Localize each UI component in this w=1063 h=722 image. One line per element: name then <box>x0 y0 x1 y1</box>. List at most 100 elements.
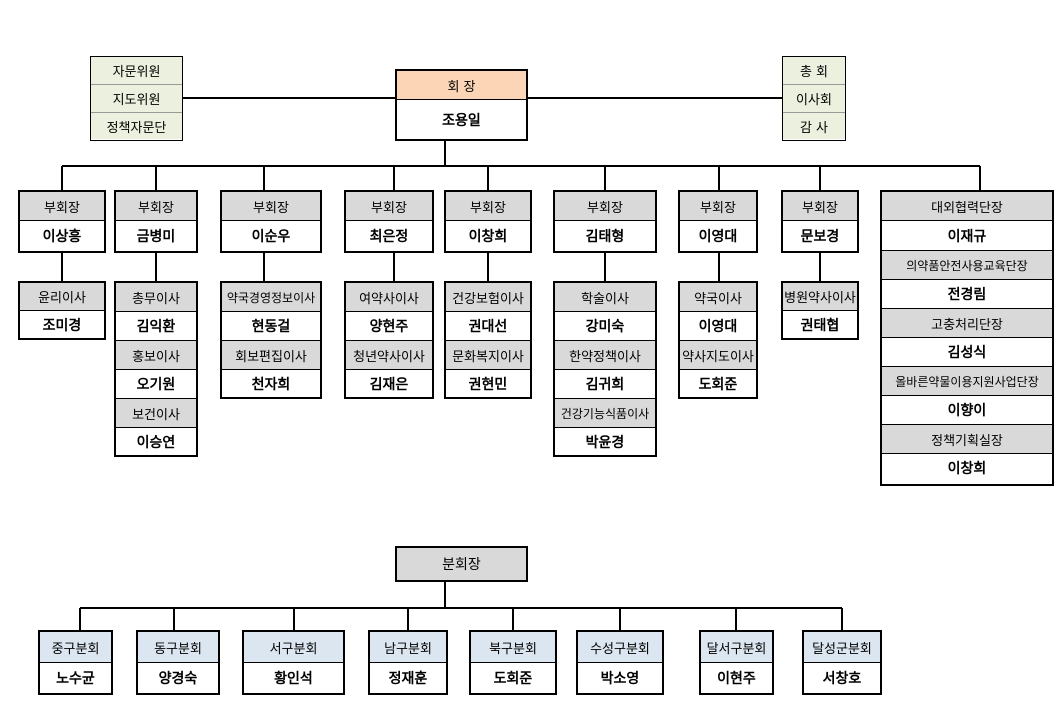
director-box: 여약사이사 양현주 청년약사이사 김재은 <box>344 281 434 399</box>
director-title: 약국경영정보이사 <box>222 283 320 312</box>
president-name: 조용일 <box>442 112 481 129</box>
assembly-item: 총 회 <box>783 57 845 85</box>
director-name: 도회준 <box>698 376 738 393</box>
vp-name: 금병미 <box>136 229 176 245</box>
branch-name: 도회준 <box>493 671 533 687</box>
vp-name: 김태형 <box>585 229 625 245</box>
director-name: 이승연 <box>136 434 176 451</box>
vp-name: 이순우 <box>251 229 291 245</box>
director-box: 약국이사 이영대 약사지도이사 도회준 <box>678 281 758 399</box>
vp-title: 부회장 <box>783 192 857 221</box>
branch-name: 박소영 <box>600 671 640 687</box>
vp-box: 부회장 문보경 <box>781 190 859 253</box>
vp-title: 부회장 <box>446 192 530 221</box>
director-name: 김익환 <box>116 312 196 341</box>
vp-box: 부회장 최은정 <box>344 190 434 253</box>
advisor-item: 지도위원 <box>91 85 182 113</box>
branch-name: 이현주 <box>717 671 756 687</box>
director-name: 강미숙 <box>555 312 655 341</box>
director-title: 문화복지이사 <box>446 341 530 370</box>
branch-name: 양경숙 <box>158 671 198 687</box>
director-title: 총무이사 <box>116 283 196 312</box>
vp-title: 부회장 <box>346 192 432 221</box>
external-name: 이재규 <box>882 221 1052 251</box>
branch-name: 정재훈 <box>388 671 428 687</box>
director-name: 천자희 <box>251 376 291 393</box>
director-name: 김재은 <box>369 376 409 393</box>
branch-name: 서창호 <box>822 671 862 687</box>
director-name: 박윤경 <box>585 434 625 451</box>
vp-name: 이상흥 <box>42 229 82 245</box>
branch-box: 동구분회 양경숙 <box>136 630 220 695</box>
branch-box: 중구분회 노수균 <box>38 630 113 695</box>
external-name: 이창희 <box>947 461 987 477</box>
vp-name: 최은정 <box>369 229 409 245</box>
branch-box: 서구분회 황인석 <box>242 630 345 695</box>
branch-title: 달서구분회 <box>701 632 772 663</box>
external-title: 고충처리단장 <box>882 309 1052 338</box>
branch-head-box: 분회장 <box>395 546 528 582</box>
president-box: 회 장 조용일 <box>395 69 528 141</box>
director-name: 양현주 <box>346 312 432 341</box>
director-box: 총무이사 김익환 홍보이사 오기원 보건이사 이승연 <box>114 281 198 457</box>
external-name: 이향이 <box>882 396 1052 425</box>
director-box: 건강보험이사 권대선 문화복지이사 권현민 <box>444 281 532 399</box>
branch-title: 서구분회 <box>244 632 343 663</box>
vp-box: 부회장 이창희 <box>444 190 532 253</box>
director-box: 학술이사 강미숙 한약정책이사 김귀희 건강기능식품이사 박윤경 <box>553 281 657 457</box>
advisors-box: 자문위원 지도위원 정책자문단 <box>90 56 183 141</box>
director-title: 회보편집이사 <box>222 341 320 370</box>
director-title: 보건이사 <box>116 399 196 428</box>
director-box: 약국경영정보이사 현동걸 회보편집이사 천자희 <box>220 281 322 399</box>
director-title: 약사지도이사 <box>680 341 756 370</box>
branch-box: 달서구분회 이현주 <box>699 630 774 695</box>
vp-box: 부회장 이영대 <box>678 190 758 253</box>
director-name: 이영대 <box>680 312 756 341</box>
branch-box: 수성구분회 박소영 <box>576 630 664 695</box>
external-name: 김성식 <box>882 338 1052 367</box>
director-title: 여약사이사 <box>346 283 432 312</box>
director-title: 건강기능식품이사 <box>555 399 655 428</box>
external-title: 정책기획실장 <box>882 425 1052 454</box>
director-box: 병원약사이사 권태협 <box>781 281 859 340</box>
assembly-item: 감 사 <box>783 113 845 139</box>
external-name: 전경림 <box>882 280 1052 309</box>
branch-title: 동구분회 <box>138 632 218 663</box>
branch-title: 수성구분회 <box>578 632 662 663</box>
branch-box: 북구분회 도회준 <box>469 630 557 695</box>
director-title: 홍보이사 <box>116 341 196 370</box>
vp-title: 부회장 <box>116 192 196 221</box>
vp-name: 이창희 <box>468 229 508 245</box>
advisor-item: 정책자문단 <box>91 113 182 139</box>
vp-title: 부회장 <box>222 192 320 221</box>
assembly-item: 이사회 <box>783 85 845 113</box>
vp-box: 부회장 김태형 <box>553 190 657 253</box>
director-name: 현동걸 <box>222 312 320 341</box>
director-title: 건강보험이사 <box>446 283 530 312</box>
external-title: 대외협력단장 <box>882 192 1052 221</box>
branch-box: 남구분회 정재훈 <box>368 630 448 695</box>
branch-box: 달성군분회 서창호 <box>802 630 882 695</box>
director-name: 권태협 <box>800 317 840 334</box>
branch-name: 황인석 <box>274 671 313 687</box>
director-box: 윤리이사 조미경 <box>18 281 106 340</box>
vp-box: 부회장 금병미 <box>114 190 198 253</box>
director-name: 권현민 <box>468 376 508 393</box>
director-title: 윤리이사 <box>20 283 104 311</box>
branch-title: 남구분회 <box>370 632 446 663</box>
director-name: 김귀희 <box>555 370 655 399</box>
director-title: 병원약사이사 <box>783 283 857 311</box>
director-title: 학술이사 <box>555 283 655 312</box>
vp-name: 이영대 <box>698 229 738 245</box>
director-name: 권대선 <box>446 312 530 341</box>
director-name: 조미경 <box>42 317 82 334</box>
external-box: 대외협력단장 이재규 의약품안전사용교육단장 전경림 고충처리단장 김성식 올바… <box>880 190 1054 486</box>
vp-title: 부회장 <box>555 192 655 221</box>
branch-title: 북구분회 <box>471 632 555 663</box>
external-title: 올바른약물이용지원사업단장 <box>882 367 1052 396</box>
external-title: 의약품안전사용교육단장 <box>882 251 1052 280</box>
vp-box: 부회장 이순우 <box>220 190 322 253</box>
branch-title: 달성군분회 <box>804 632 880 663</box>
vp-title: 부회장 <box>680 192 756 221</box>
